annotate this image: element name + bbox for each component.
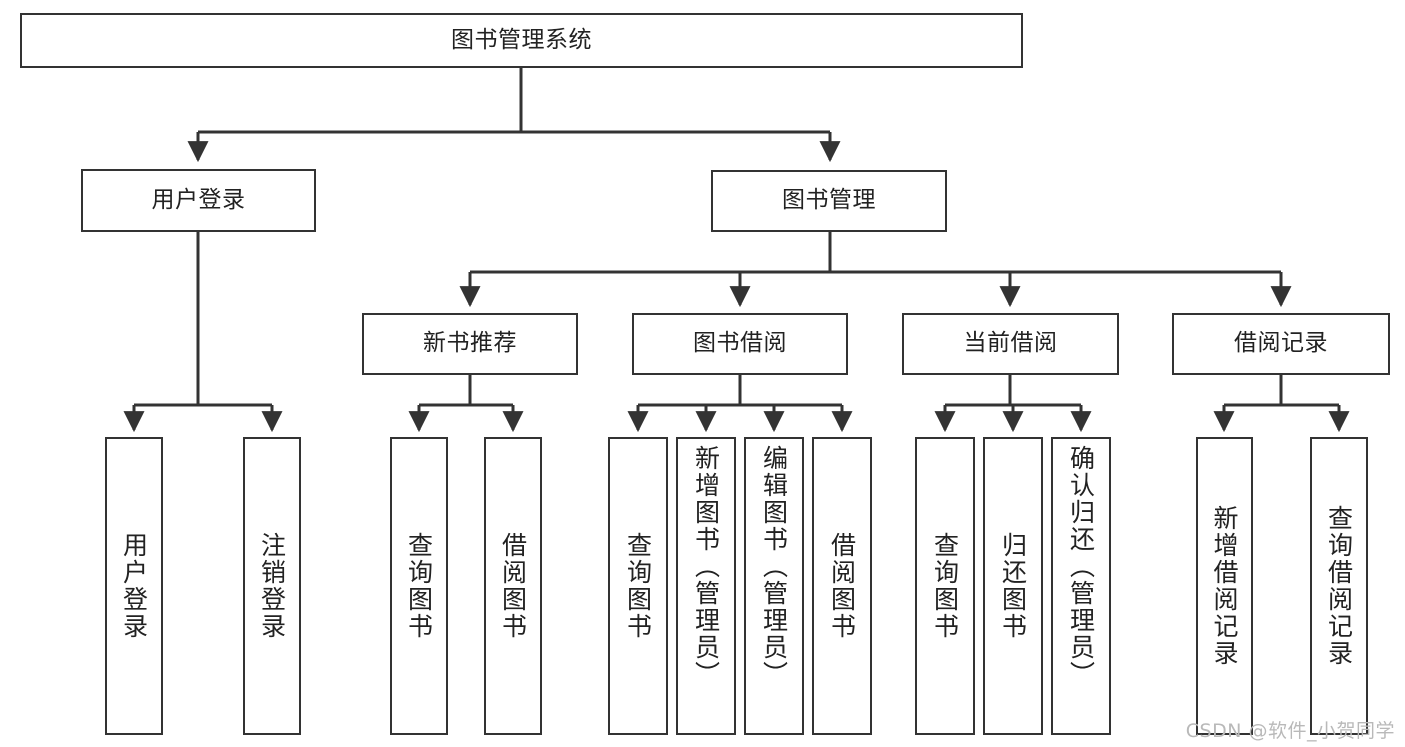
node-leaf-add-record[interactable]: 新增借阅记录: [1196, 437, 1253, 735]
node-current-borrow-label: 当前借阅: [963, 330, 1058, 357]
watermark: CSDN @软件_小贺同学: [1185, 720, 1395, 742]
node-leaf-borrow-book-1-label: 借阅图书: [498, 532, 528, 640]
node-leaf-return-book[interactable]: 归还图书: [983, 437, 1043, 735]
node-book-manage-label: 图书管理: [782, 187, 876, 214]
node-current-borrow[interactable]: 当前借阅: [902, 313, 1119, 375]
node-new-book-rec[interactable]: 新书推荐: [362, 313, 578, 375]
node-leaf-add-book-label: 新增图书（管理员）: [691, 445, 721, 688]
node-book-borrow[interactable]: 图书借阅: [632, 313, 848, 375]
node-leaf-edit-book[interactable]: 编辑图书（管理员）: [744, 437, 804, 735]
node-borrow-record[interactable]: 借阅记录: [1172, 313, 1390, 375]
node-leaf-query-book-2-label: 查询图书: [623, 532, 653, 640]
node-leaf-query-book-3-label: 查询图书: [930, 532, 960, 640]
node-leaf-edit-book-label: 编辑图书（管理员）: [759, 445, 789, 688]
node-leaf-logout-label: 注销登录: [257, 532, 287, 640]
node-leaf-confirm-return[interactable]: 确认归还（管理员）: [1051, 437, 1111, 735]
node-user-login-label: 用户登录: [151, 186, 246, 213]
node-new-book-rec-label: 新书推荐: [423, 330, 517, 357]
node-leaf-query-book-2[interactable]: 查询图书: [608, 437, 668, 735]
node-leaf-add-book[interactable]: 新增图书（管理员）: [676, 437, 736, 735]
node-leaf-query-book-1[interactable]: 查询图书: [390, 437, 448, 735]
node-leaf-query-record[interactable]: 查询借阅记录: [1310, 437, 1368, 735]
node-borrow-record-label: 借阅记录: [1234, 330, 1328, 357]
node-user-login[interactable]: 用户登录: [81, 169, 316, 232]
node-leaf-return-book-label: 归还图书: [998, 532, 1028, 640]
node-leaf-borrow-book-2[interactable]: 借阅图书: [812, 437, 872, 735]
node-leaf-query-book-1-label: 查询图书: [404, 532, 434, 640]
node-leaf-user-login-label: 用户登录: [119, 532, 149, 640]
node-root[interactable]: 图书管理系统: [20, 13, 1023, 68]
node-leaf-confirm-return-label: 确认归还（管理员）: [1066, 445, 1096, 688]
node-leaf-borrow-book-2-label: 借阅图书: [827, 532, 857, 640]
node-book-borrow-label: 图书借阅: [693, 330, 787, 357]
node-leaf-query-record-label: 查询借阅记录: [1324, 505, 1354, 667]
node-leaf-logout[interactable]: 注销登录: [243, 437, 301, 735]
node-leaf-user-login[interactable]: 用户登录: [105, 437, 163, 735]
node-leaf-add-record-label: 新增借阅记录: [1210, 505, 1239, 667]
node-book-manage[interactable]: 图书管理: [711, 170, 947, 232]
node-root-label: 图书管理系统: [451, 26, 592, 53]
node-leaf-borrow-book-1[interactable]: 借阅图书: [484, 437, 542, 735]
node-leaf-query-book-3[interactable]: 查询图书: [915, 437, 975, 735]
